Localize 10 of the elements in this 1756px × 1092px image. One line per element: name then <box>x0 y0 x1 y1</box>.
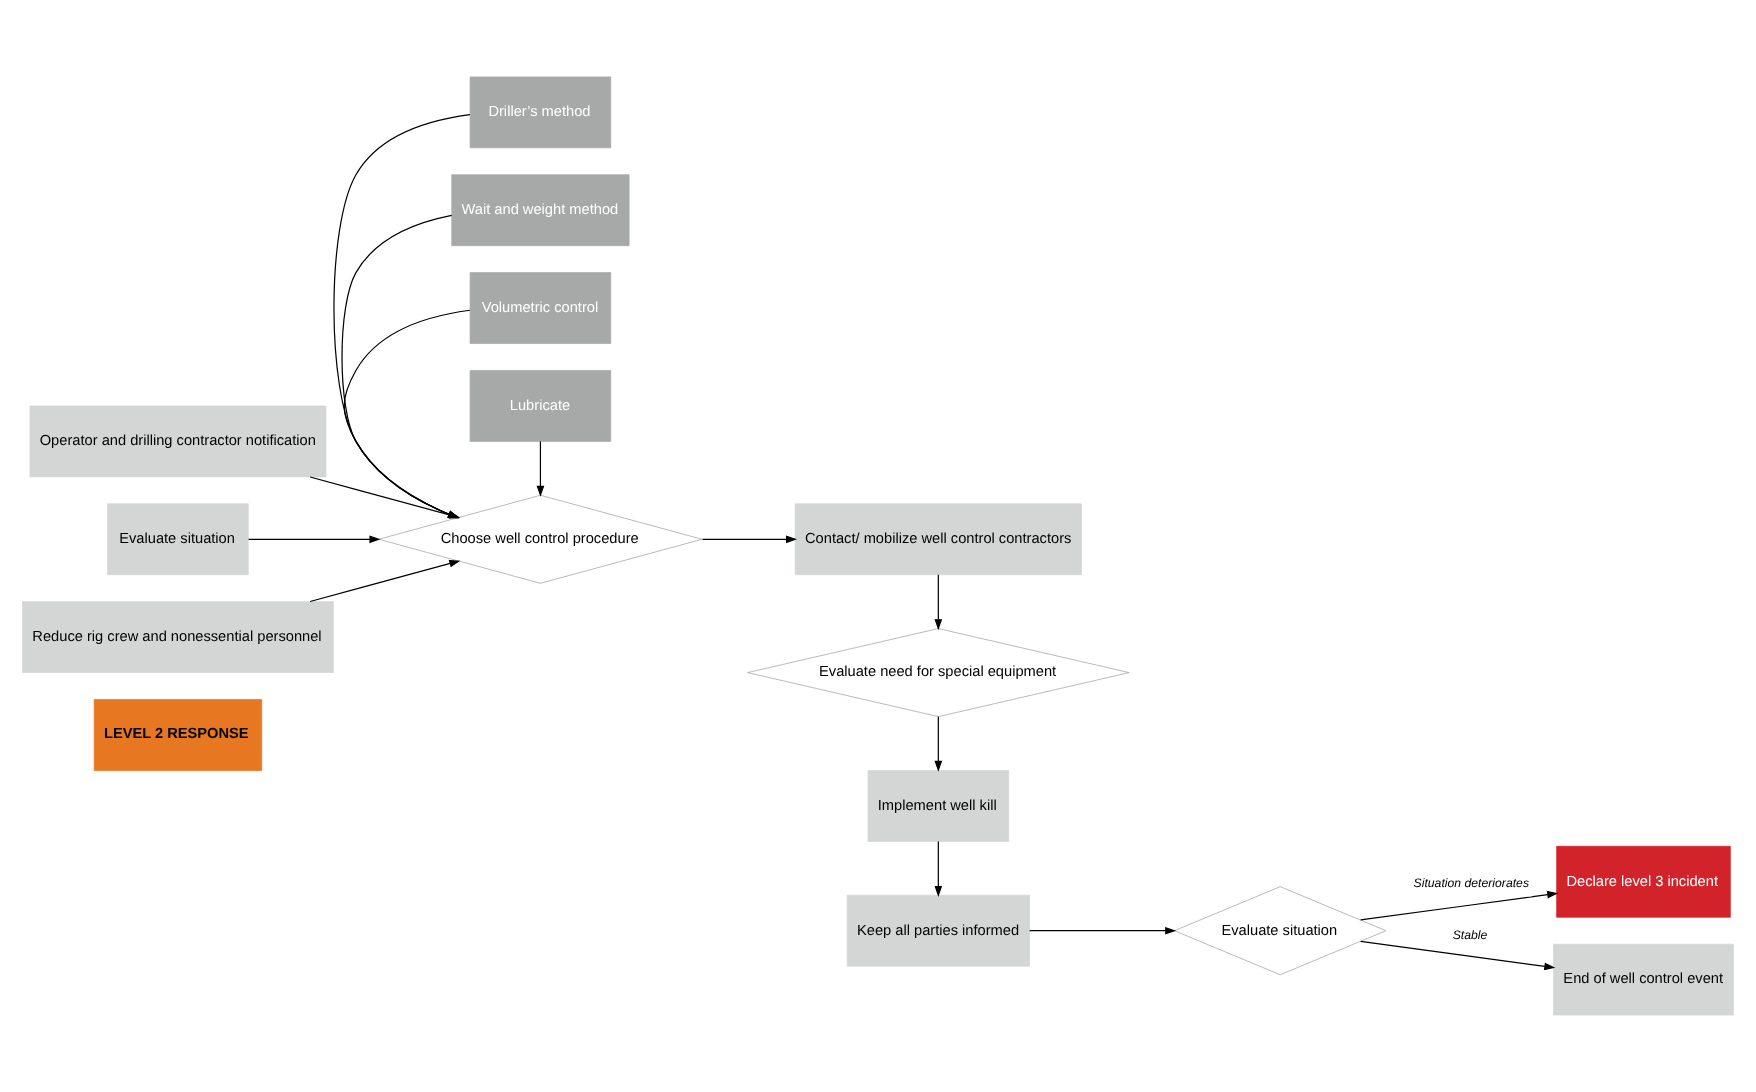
arrow <box>701 535 797 544</box>
arrow <box>934 716 943 772</box>
arrow <box>247 535 381 544</box>
arrow <box>1029 926 1177 935</box>
arrow <box>309 559 461 603</box>
arrow <box>934 840 943 897</box>
arrow <box>1360 940 1556 971</box>
arrow <box>934 574 943 631</box>
arrow <box>536 440 545 497</box>
arrow <box>1360 890 1559 921</box>
